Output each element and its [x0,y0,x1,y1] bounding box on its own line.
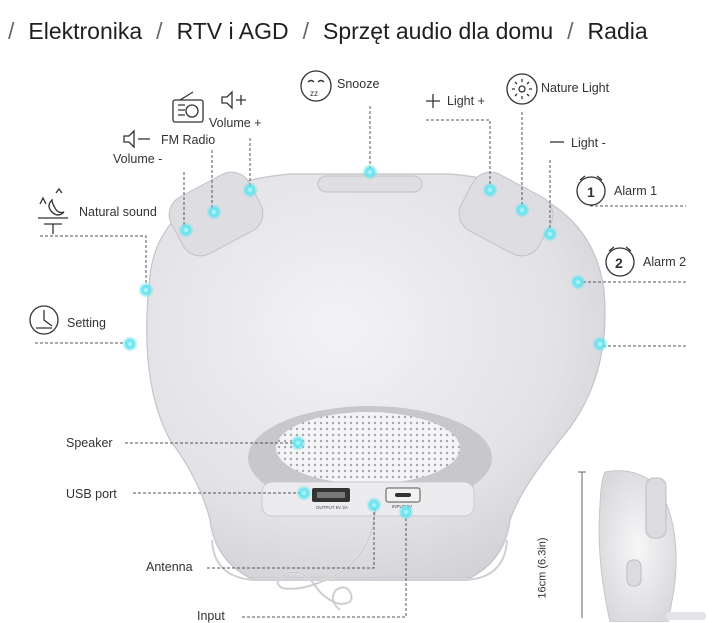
product-image[interactable]: OUTPUT 5V 2A INPUT 5V [0,62,720,623]
natural-sound-icon [38,187,68,234]
label-light-minus: Light - [571,136,606,150]
alarm2-icon: 2 [605,246,635,277]
breadcrumb-separator: / [8,17,15,44]
breadcrumb-separator: / [156,17,163,44]
input-port [395,493,411,497]
breadcrumb-item-audio[interactable]: Sprzęt audio dla domu [323,17,554,44]
label-setting: Setting [67,316,106,330]
label-antenna: Antenna [146,560,193,574]
snooze-icon: zz [300,70,332,102]
radio-icon [172,91,204,123]
volume-plus-icon [221,90,246,110]
label-fm-radio: FM Radio [161,133,216,147]
alarm1-icon: 1 [576,175,606,206]
label-volume-minus: Volume - [113,152,163,166]
label-speaker: Speaker [66,436,113,450]
breadcrumb-item-radia[interactable]: Radia [587,17,648,44]
breadcrumb: / Elektronika / RTV i AGD / Sprzęt audio… [0,0,720,62]
label-alarm2: Alarm 2 [643,255,687,269]
breadcrumb-separator: / [302,17,309,44]
volume-minus-icon [123,129,150,149]
svg-text:2: 2 [615,255,623,271]
setting-icon [29,305,59,335]
output-spec-text: OUTPUT 5V 2A [316,505,348,510]
nature-light-icon [506,73,538,105]
label-input: Input [197,609,225,623]
speaker-grille [248,406,492,517]
breadcrumb-item-rtv-agd[interactable]: RTV i AGD [176,17,289,44]
leader-lines [35,106,686,618]
breadcrumb-item-elektronika[interactable]: Elektronika [28,17,143,44]
label-natural-sound: Natural sound [79,205,157,219]
highlight-markers [122,164,608,520]
light-plus-icon [426,94,440,108]
label-nature-light: Nature Light [541,81,610,95]
label-volume-plus: Volume + [209,116,262,130]
product-diagram: OUTPUT 5V 2A INPUT 5V [29,70,706,622]
label-usb-port: USB port [66,487,117,501]
label-alarm1: Alarm 1 [614,184,658,198]
label-light-plus: Light + [447,94,485,108]
radio-body [146,171,606,581]
label-snooze: Snooze [337,77,380,91]
side-view [578,470,706,622]
breadcrumb-separator: / [567,17,574,44]
svg-text:1: 1 [587,184,595,200]
label-size: 16cm (6.3in) [536,537,549,599]
svg-text:zz: zz [310,89,318,98]
